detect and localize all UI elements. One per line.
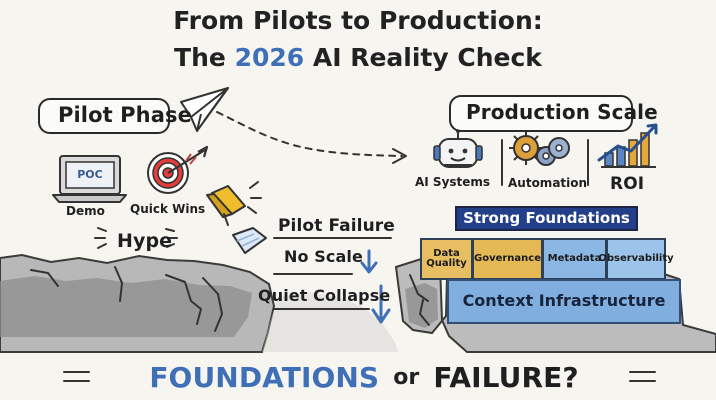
production-scale-bubble xyxy=(449,95,633,132)
data-quality-cell: Data Quality xyxy=(420,238,473,280)
title-line-1: From Pilots to Production: xyxy=(173,6,543,35)
no-scale-label: No Scale xyxy=(284,247,363,266)
target-icon xyxy=(147,145,209,194)
context-infrastructure-base: Context Infrastructure xyxy=(447,279,681,324)
banner-failure: FAILURE? xyxy=(433,361,579,395)
robot-icon xyxy=(433,129,483,168)
roi-label: ROI xyxy=(610,174,645,194)
chart-up-icon xyxy=(597,123,658,168)
banner-foundations: FOUNDATIONS xyxy=(149,361,380,395)
bottom-banner: FOUNDATIONS or FAILURE? xyxy=(104,361,624,395)
quick-wins-label: Quick Wins xyxy=(130,202,206,216)
right-cliff-crack-2 xyxy=(419,299,430,326)
paper-plane-icon xyxy=(180,87,229,132)
left-cliff-crack-3 xyxy=(114,266,123,302)
quiet-collapse-label: Quiet Collapse xyxy=(258,286,391,305)
left-cliff-crack-1 xyxy=(165,274,202,325)
title-line-2: The 2026 AI Reality Check xyxy=(0,43,716,72)
poc-badge: POC xyxy=(77,168,103,181)
journey-arrowhead xyxy=(392,148,407,164)
chasm-shadow xyxy=(262,292,398,352)
pilot-phase-bubble xyxy=(38,98,170,134)
demo-label: Demo xyxy=(66,204,105,218)
megaphone-icon xyxy=(206,181,262,226)
title-suffix: AI Reality Check xyxy=(304,43,542,72)
laptop-icon xyxy=(52,155,127,203)
gears-icon xyxy=(509,131,570,166)
left-cliff-crack-4 xyxy=(30,269,59,287)
hype-label: Hype xyxy=(117,230,173,252)
observability-cell: Observability xyxy=(598,238,674,280)
right-cliff-crack-1 xyxy=(409,274,429,302)
left-cliff-crack-2 xyxy=(202,277,223,332)
hype-spark-left xyxy=(94,227,107,249)
automation-label: Automation xyxy=(508,176,588,190)
strong-foundations-header: Strong Foundations xyxy=(455,206,638,231)
governance-cell: Governance xyxy=(472,238,543,280)
production-scale-label: Production Scale xyxy=(466,100,658,124)
no-scale-down-arrow xyxy=(360,249,378,274)
banner-or: or xyxy=(393,365,420,391)
pilot-failure-label: Pilot Failure xyxy=(278,216,395,236)
metadata-cell: Metadata xyxy=(542,238,607,280)
title-prefix: The xyxy=(174,43,235,72)
journey-arrow xyxy=(216,111,403,157)
ai-systems-label: AI Systems xyxy=(415,175,491,189)
left-cliff-shade xyxy=(0,276,252,337)
falling-paper-icon xyxy=(232,227,267,254)
title-accent: 2026 xyxy=(234,43,305,72)
hype-spark-right xyxy=(165,228,178,248)
pilot-phase-label: Pilot Phase xyxy=(58,103,192,127)
quiet-collapse-down-arrow xyxy=(371,284,391,324)
